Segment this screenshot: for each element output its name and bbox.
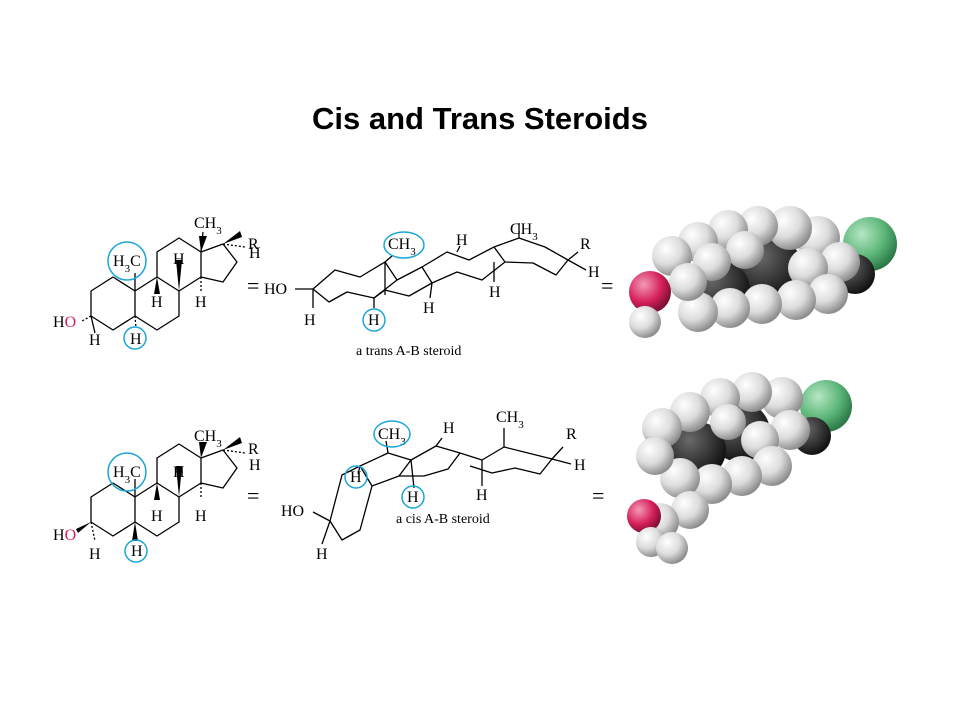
r-group-label: R bbox=[566, 426, 577, 443]
highlight-ring bbox=[123, 326, 147, 350]
highlight-ring bbox=[401, 485, 425, 509]
h-label: H bbox=[574, 457, 586, 474]
page-title: Cis and Trans Steroids bbox=[312, 101, 648, 136]
ch3-label: CH3 bbox=[378, 426, 406, 448]
h-label: H bbox=[151, 508, 163, 525]
cis-flat-structure bbox=[76, 437, 246, 542]
h-label: H bbox=[131, 543, 143, 560]
ch3-label: CH3 bbox=[388, 236, 416, 258]
h-label: H bbox=[195, 294, 207, 311]
h-label: H bbox=[350, 469, 362, 486]
r-group-label: R bbox=[248, 441, 259, 458]
h-label: H bbox=[249, 457, 261, 474]
cis-flat-labels: CH3 R H H3C H H H HO H H bbox=[53, 428, 261, 563]
h-label: H bbox=[173, 251, 185, 268]
h-label: H bbox=[423, 300, 435, 317]
h-label: H bbox=[151, 294, 163, 311]
cis-space-filling-model bbox=[627, 372, 852, 564]
h-label: H bbox=[443, 420, 455, 437]
cis-chair-labels: CH3 H CH3 R H H H H HO H a cis A-B stero… bbox=[281, 409, 586, 563]
ho-label: HO bbox=[53, 527, 76, 544]
h-label: H bbox=[316, 546, 328, 563]
h-label: H bbox=[89, 332, 101, 349]
ho-label: HO bbox=[281, 503, 304, 520]
ho-label: HO bbox=[264, 281, 287, 298]
h-label: H bbox=[407, 489, 419, 506]
h-label: H bbox=[173, 464, 185, 481]
trans-chair-structure bbox=[295, 223, 587, 308]
h-label: H bbox=[89, 546, 101, 563]
highlight-ring bbox=[373, 420, 411, 448]
ho-label: HO bbox=[53, 314, 76, 331]
h-label: H bbox=[489, 284, 501, 301]
equals-sign: = bbox=[247, 273, 259, 298]
h3c-label: H3C bbox=[113, 253, 141, 275]
cis-caption: a cis A-B steroid bbox=[396, 512, 490, 527]
equals-sign: = bbox=[601, 273, 613, 298]
highlight-ring bbox=[107, 241, 147, 281]
h-label: H bbox=[476, 487, 488, 504]
h3c-label: H3C bbox=[113, 464, 141, 486]
h-label: H bbox=[304, 312, 316, 329]
highlight-ring bbox=[344, 465, 368, 489]
r-group-label: R bbox=[580, 236, 591, 253]
r-group-label: R bbox=[248, 236, 259, 253]
trans-space-filling-model bbox=[629, 206, 897, 338]
h-label: H bbox=[130, 331, 142, 348]
ch3-label: CH3 bbox=[194, 215, 222, 237]
trans-chair-labels: CH3 H CH3 R H HO H H H H a trans A-B ste… bbox=[264, 221, 600, 359]
highlight-ring bbox=[383, 231, 425, 259]
h-label: H bbox=[249, 245, 261, 262]
space-filling-model-icon bbox=[629, 206, 897, 338]
ch3-label: CH3 bbox=[496, 409, 524, 431]
h-label: H bbox=[195, 508, 207, 525]
trans-flat-labels: CH3 R H H3C H H H HO H H bbox=[53, 215, 261, 350]
space-filling-model-icon bbox=[627, 372, 852, 564]
equals-sign: = bbox=[592, 483, 604, 508]
ch3-label: CH3 bbox=[510, 221, 538, 243]
h-label: H bbox=[368, 312, 380, 329]
cis-chair-structure bbox=[312, 428, 572, 545]
highlight-ring bbox=[124, 539, 148, 563]
highlight-ring bbox=[362, 308, 386, 332]
trans-caption: a trans A-B steroid bbox=[356, 344, 461, 359]
h-label: H bbox=[588, 264, 600, 281]
equals-sign: = bbox=[247, 483, 259, 508]
highlight-ring bbox=[107, 452, 147, 492]
ch3-label: CH3 bbox=[194, 428, 222, 450]
trans-flat-structure bbox=[81, 231, 246, 334]
h-label: H bbox=[456, 232, 468, 249]
